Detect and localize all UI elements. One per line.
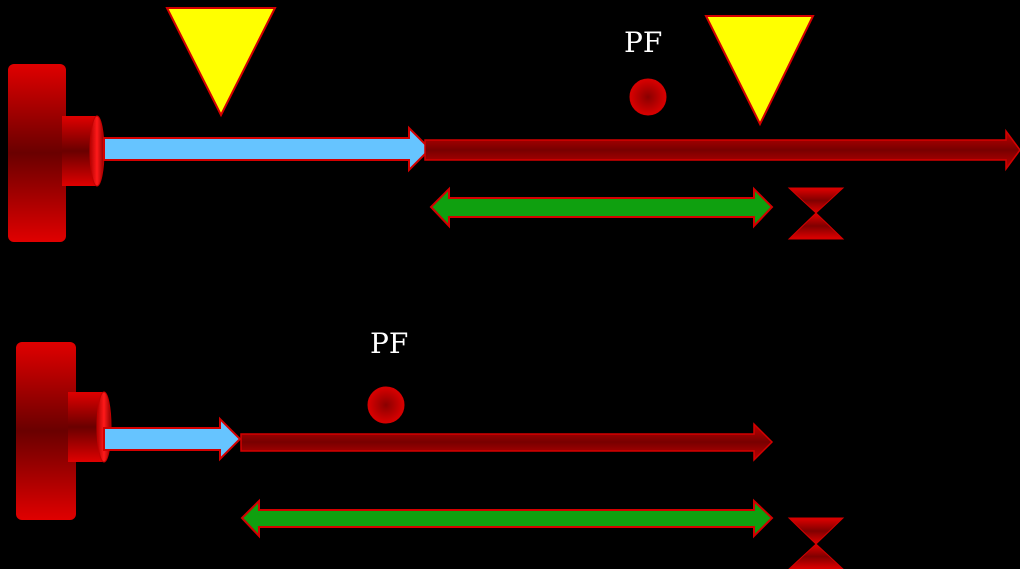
pf-label: PF xyxy=(370,327,408,360)
ball-icon xyxy=(367,386,405,424)
triangle-marker-icon xyxy=(704,15,815,127)
dark-red-arrow xyxy=(424,128,1020,172)
dark-red-arrow xyxy=(240,422,774,462)
light-blue-arrow xyxy=(103,416,242,462)
green-double-arrow xyxy=(240,498,774,539)
ball-icon xyxy=(629,78,667,116)
bottom-assembly: PF xyxy=(16,327,845,569)
triangle-marker-icon xyxy=(165,7,277,118)
pf-label: PF xyxy=(624,26,662,59)
green-double-arrow xyxy=(429,186,774,229)
hourglass-icon xyxy=(787,187,845,240)
top-assembly: PF xyxy=(8,7,1020,242)
hourglass-icon xyxy=(787,517,845,569)
spindle-icon xyxy=(8,64,105,242)
light-blue-arrow xyxy=(103,125,432,173)
spindle-icon xyxy=(16,342,112,520)
